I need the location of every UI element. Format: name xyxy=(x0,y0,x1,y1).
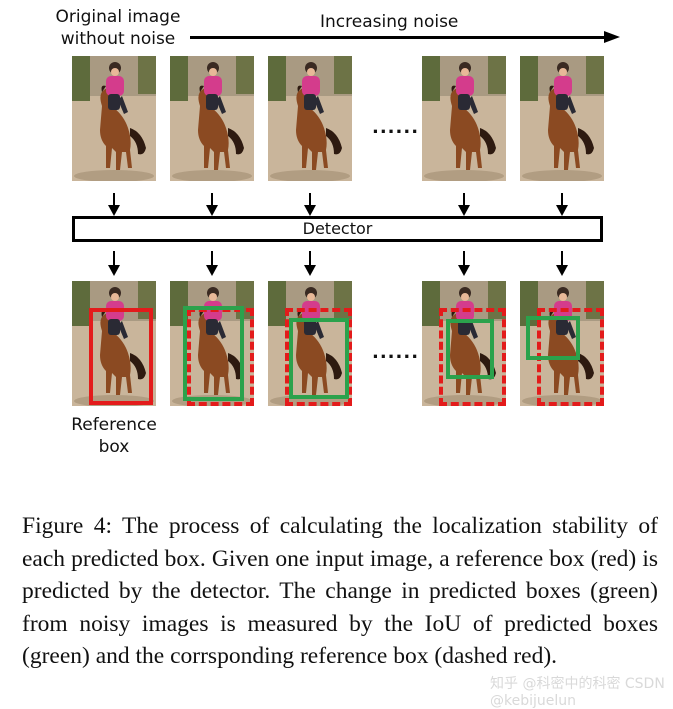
output-image-noise-1 xyxy=(170,281,254,406)
output-image-reference xyxy=(72,281,156,406)
dashed-reference-box xyxy=(285,308,352,406)
input-image-noise-3 xyxy=(422,56,506,181)
arrow-shaft xyxy=(190,36,610,39)
input-image-noise-4 xyxy=(520,56,604,181)
output-image-noise-2 xyxy=(268,281,352,406)
reference-box-label-line2: box xyxy=(98,437,130,457)
dashed-reference-box xyxy=(439,308,506,406)
reference-box-label: Reference box xyxy=(62,414,166,458)
predicted-box xyxy=(526,316,580,360)
reference-box-label-line1: Reference xyxy=(71,415,157,435)
detector-box: Detector xyxy=(72,216,603,242)
input-image-noise-2 xyxy=(268,56,352,181)
original-image-label-line1: Original image xyxy=(55,7,181,27)
bottom-ellipsis: ...... xyxy=(372,342,420,363)
arrow-head xyxy=(604,31,620,43)
reference-box xyxy=(89,308,153,405)
predicted-box xyxy=(446,319,494,379)
watermark: 知乎 @科密中的科密 CSDN @kebijuelun xyxy=(490,676,665,709)
original-image-label-line2: without noise xyxy=(60,29,176,49)
original-image-label: Original image without noise xyxy=(53,6,183,50)
output-image-noise-3 xyxy=(422,281,506,406)
predicted-box xyxy=(289,318,349,399)
input-image-noise-1 xyxy=(170,56,254,181)
increasing-noise-label: Increasing noise xyxy=(320,12,459,32)
input-image-original xyxy=(72,56,156,181)
figure-caption: Figure 4: The process of calculating the… xyxy=(22,513,658,669)
output-image-noise-4 xyxy=(520,281,604,406)
dashed-reference-box xyxy=(187,308,254,406)
top-ellipsis: ...... xyxy=(372,117,420,138)
predicted-box xyxy=(183,306,244,401)
